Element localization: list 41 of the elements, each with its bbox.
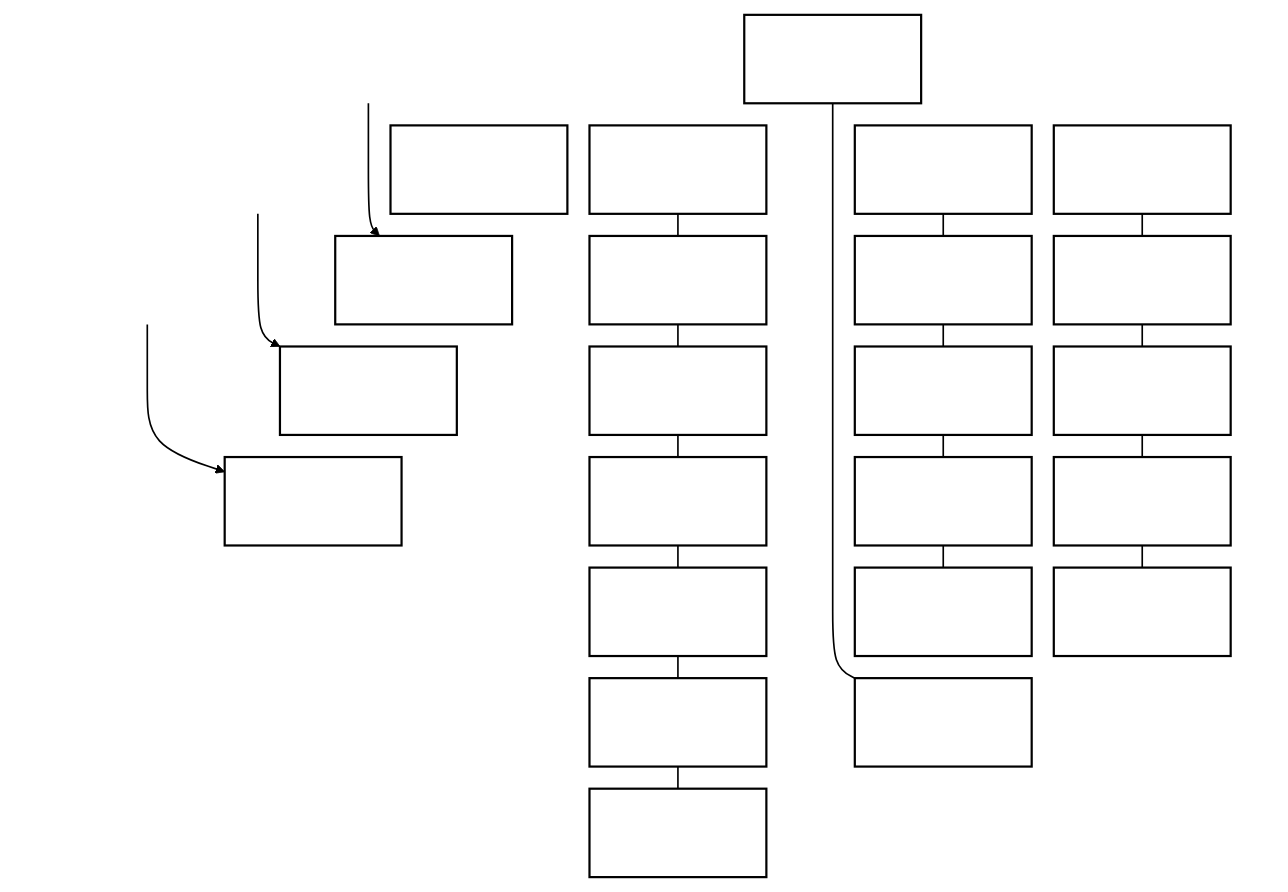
- node-box: [333, 234, 513, 326]
- node-box: [1051, 566, 1231, 658]
- arrow: [145, 323, 225, 474]
- node-box: [1051, 124, 1231, 215]
- connector: [941, 323, 944, 348]
- connector: [676, 765, 678, 790]
- arrow: [256, 213, 280, 347]
- connector: [941, 544, 944, 569]
- node-box: [587, 787, 767, 879]
- node-box: [852, 345, 1032, 437]
- connector: [831, 102, 855, 679]
- node-box: [587, 234, 767, 326]
- connector: [941, 213, 944, 237]
- connector: [676, 655, 678, 679]
- node-box: [587, 566, 767, 658]
- node-box: [587, 345, 767, 437]
- connector: [1140, 213, 1143, 237]
- node-box: [587, 124, 767, 215]
- connector: [676, 323, 678, 348]
- node-box: [852, 455, 1032, 547]
- node-box: [1051, 455, 1231, 547]
- node-box: [1051, 345, 1231, 437]
- node-box: [852, 566, 1032, 658]
- node-box: [1051, 234, 1231, 326]
- connector: [1140, 434, 1143, 458]
- node-box: [852, 124, 1032, 215]
- node-box: [222, 455, 402, 547]
- node-box: [278, 345, 458, 437]
- node-box: [587, 677, 767, 768]
- connector: [1140, 323, 1143, 348]
- connector: [676, 213, 678, 237]
- connector: [676, 434, 678, 458]
- node-box: [852, 234, 1032, 326]
- node-box: [852, 677, 1032, 768]
- node-box: [388, 124, 568, 215]
- connector: [1140, 544, 1143, 569]
- arrow: [366, 102, 380, 237]
- node-box: [587, 455, 767, 547]
- connector: [676, 544, 678, 569]
- connector: [941, 434, 944, 458]
- node-box: [742, 13, 922, 105]
